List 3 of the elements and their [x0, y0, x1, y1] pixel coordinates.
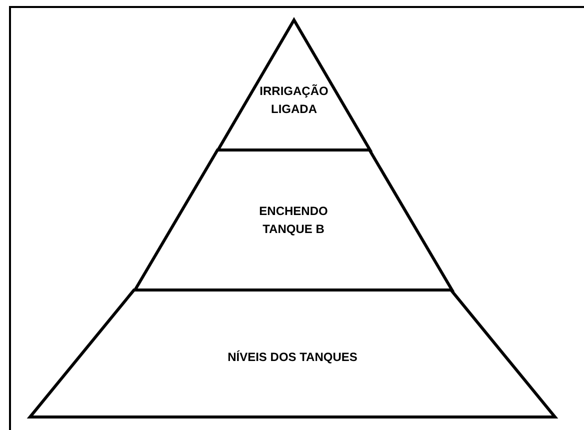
tier-label: NÍVEIS DOS TANQUES	[226, 349, 358, 366]
tier-label: ENCHENDO TANQUE B	[258, 203, 329, 238]
tier-label: IRRIGAÇÃO LIGADA	[258, 83, 330, 118]
